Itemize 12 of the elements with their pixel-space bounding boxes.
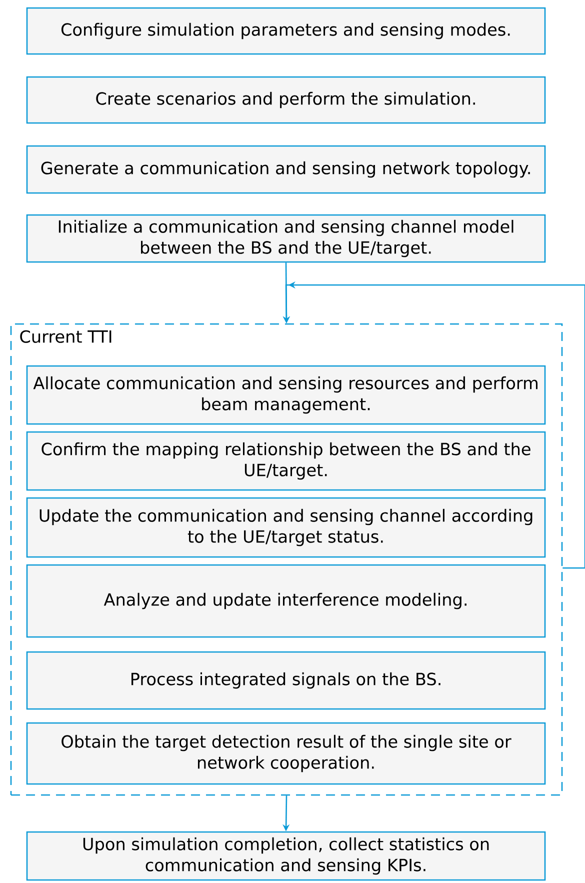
- process-box: Initialize a communication and sensing channel model between the BS and the UE/target.: [26, 214, 546, 263]
- process-box: Allocate communication and sensing resources and perform beam management.: [26, 365, 546, 425]
- process-box: Obtain the target detection result of the single site or network cooperation.: [26, 722, 546, 785]
- process-box: Process integrated signals on the BS.: [26, 651, 546, 710]
- process-box: Generate a communication and sensing network topology.: [26, 145, 546, 194]
- process-box: Upon simulation completion, collect statistics on communication and sensing KPIs.: [26, 831, 546, 881]
- process-box: Update the communication and sensing channel according to the UE/target status.: [26, 497, 546, 558]
- process-box: Confirm the mapping relationship between the BS and the UE/target.: [26, 431, 546, 491]
- process-box: Configure simulation parameters and sensing modes.: [26, 7, 546, 55]
- process-box: Create scenarios and perform the simulation.: [26, 76, 546, 124]
- group-heading: Current TTI: [20, 330, 112, 343]
- process-box: Analyze and update interference modeling.: [26, 564, 546, 638]
